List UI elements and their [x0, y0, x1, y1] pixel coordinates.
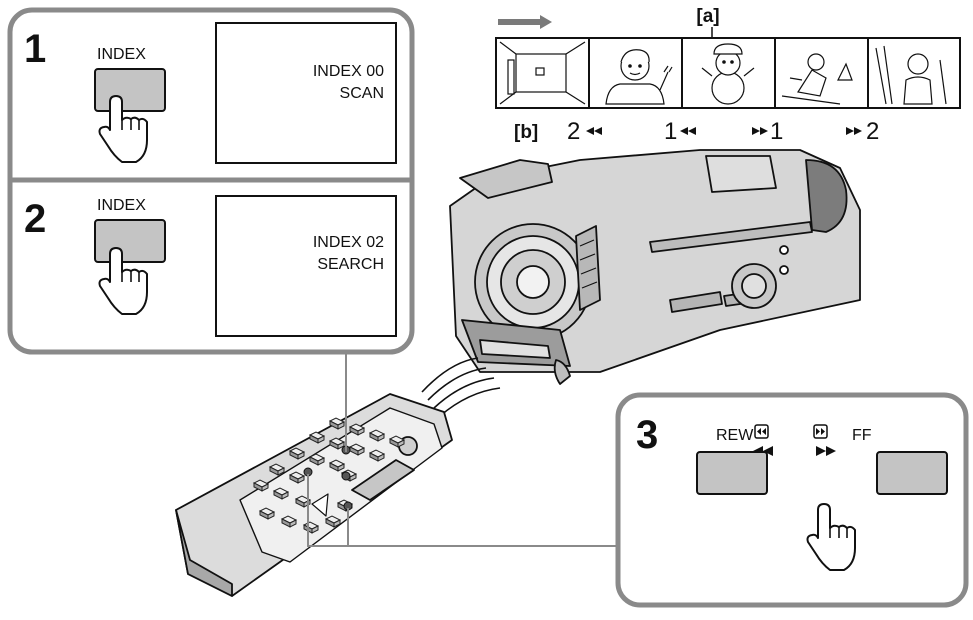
frame-skier [781, 53, 853, 105]
frame-room [499, 41, 586, 105]
connector-lines [307, 352, 618, 547]
speed-ff-2: 2 [866, 118, 879, 145]
step-2-index-button[interactable] [94, 219, 166, 263]
remote-control[interactable] [175, 393, 453, 597]
step-2-number: 2 [24, 197, 46, 241]
step-1-button-label: INDEX [97, 46, 146, 63]
frame-boy-waving [605, 49, 673, 105]
step-3-number: 3 [636, 413, 658, 457]
speed-rew-2-icon [586, 127, 602, 135]
callout-b: [b] [514, 122, 538, 143]
direction-arrow-icon [498, 15, 552, 29]
step-1-screen [215, 22, 397, 164]
step-1-index-button[interactable] [94, 68, 166, 112]
step-1-screen-line2: SCAN [340, 85, 384, 102]
ir-signal-waves [421, 357, 501, 417]
ff-index-icon [813, 424, 828, 439]
step-1-number: 1 [24, 27, 46, 71]
step-2-screen [215, 195, 397, 337]
speed-rew-1-icon [680, 127, 696, 135]
speed-rew-1: 1 [664, 118, 677, 145]
callout-a: [a] [696, 6, 719, 27]
step-2-screen-line2: SEARCH [317, 256, 384, 273]
step-1-screen-line1: INDEX 00 [313, 63, 384, 80]
speed-ff-1: 1 [770, 118, 783, 145]
ff-arrow-icon [816, 446, 836, 456]
speed-ff-2-icon [846, 127, 862, 135]
rew-button[interactable] [696, 451, 768, 495]
step-2-button-label: INDEX [97, 197, 146, 214]
ff-label: FF [852, 427, 872, 444]
speed-ff-1-icon [752, 127, 768, 135]
camcorder [449, 149, 861, 385]
rew-label: REW [716, 427, 754, 444]
frame-skis [875, 45, 947, 105]
rew-index-icon [754, 424, 769, 439]
frame-snowman [701, 43, 755, 105]
step-3-panel [615, 392, 969, 608]
speed-rew-2: 2 [567, 118, 580, 145]
step-2-screen-line1: INDEX 02 [313, 234, 384, 251]
ff-button[interactable] [876, 451, 948, 495]
